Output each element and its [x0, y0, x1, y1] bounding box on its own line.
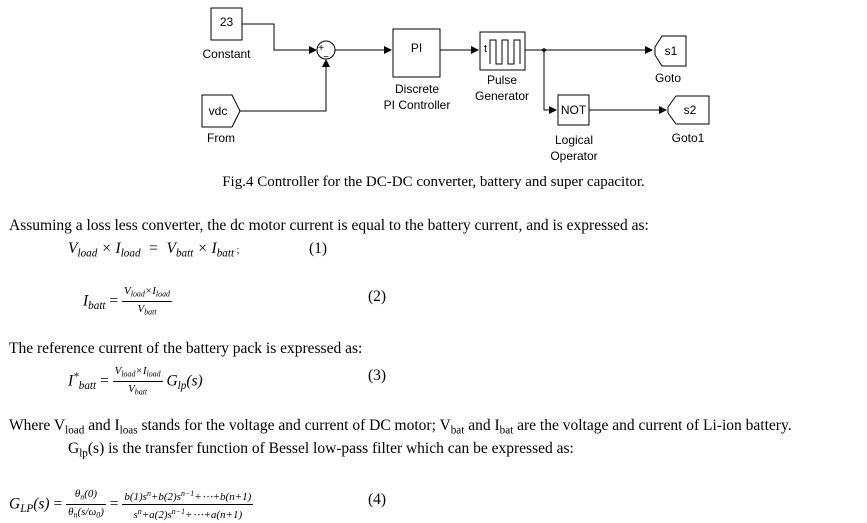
logic-label-line2: Operator [550, 149, 597, 163]
paragraph-transfer-function: Glp(s) is the transfer function of Besse… [68, 440, 574, 460]
paragraph-reference-current: The reference current of the battery pac… [9, 340, 363, 357]
equation-3-number: (3) [368, 367, 387, 384]
goto-block[interactable] [654, 35, 687, 67]
equation-2-number: (2) [368, 288, 387, 305]
equation-1: Vload × Iload = Vbatt × Ibatt ; [68, 240, 240, 260]
pi-controller-block[interactable] [392, 28, 441, 78]
logic-label-line1: Logical [555, 133, 593, 147]
constant-value: 23 [220, 15, 234, 29]
goto1-tag: s2 [684, 103, 697, 117]
wire-constant-to-sum [242, 23, 317, 54]
equation-4: GLP(s) = θn(0)θn(s/ω0) = b(1)sn+b(2)sn−1… [9, 488, 254, 522]
wire-from-to-sum [240, 59, 330, 112]
pulse-port-label: t [484, 43, 487, 55]
simulink-controller-diagram: 23 Constant vdc From + − PI Discrete PI … [201, 7, 710, 163]
equation-4-number: (4) [368, 491, 387, 508]
goto-tag: s1 [665, 44, 678, 58]
paragraph-assumption: Assuming a loss less converter, the dc m… [9, 217, 649, 234]
constant-block[interactable] [210, 7, 243, 41]
goto1-label: Goto1 [672, 131, 705, 145]
goto-label: Goto [655, 71, 681, 85]
pi-label-line2: PI Controller [384, 98, 451, 112]
pulse-label-line1: Pulse [487, 73, 517, 87]
paragraph-definitions: Where Vload and Iloas stands for the vol… [9, 417, 792, 437]
equation-1-number: (1) [309, 240, 328, 257]
from-value: vdc [209, 104, 228, 118]
not-block[interactable] [557, 94, 590, 126]
sum-minus-sign: − [323, 52, 329, 63]
pulse-label-line2: Generator [475, 89, 529, 103]
wire-branch-to-not [543, 50, 557, 114]
pi-label-line1: Discrete [395, 82, 439, 96]
constant-label: Constant [202, 47, 251, 61]
goto1-block[interactable] [667, 95, 710, 125]
sum-plus-sign: + [318, 43, 324, 54]
not-block-text: NOT [561, 103, 587, 117]
from-label: From [207, 131, 235, 145]
pulse-waveform-icon [489, 39, 521, 65]
figure-caption: Fig.4 Controller for the DC-DC converter… [222, 174, 645, 190]
pi-block-text: PI [411, 41, 422, 55]
from-block[interactable] [201, 94, 241, 128]
